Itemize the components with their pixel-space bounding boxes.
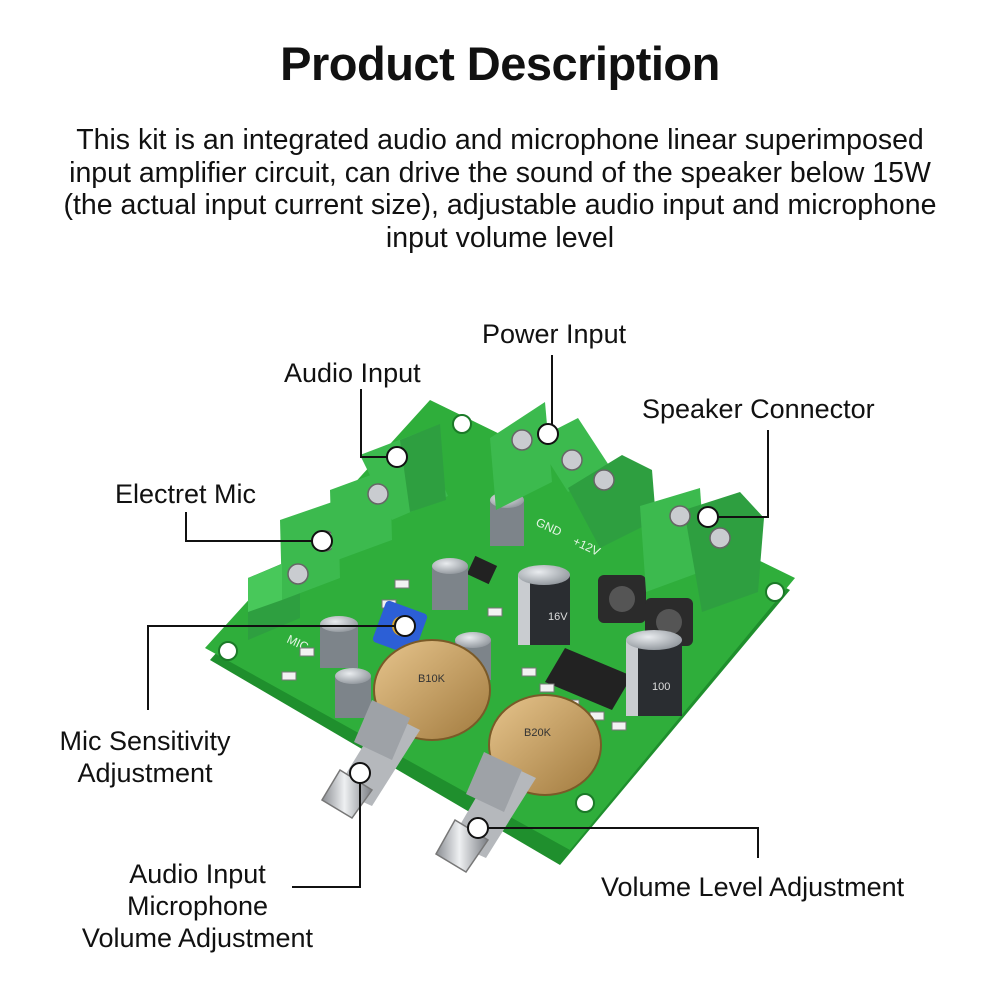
capacitor <box>335 668 371 718</box>
leader-lines <box>147 355 769 888</box>
capacitor-large: 16V <box>518 565 570 645</box>
product-description: This kit is an integrated audio and micr… <box>20 124 980 254</box>
leader-speaker-connector <box>708 430 769 518</box>
mount-hole <box>765 582 785 602</box>
leader-power-input <box>547 355 553 435</box>
terminal-audio-input <box>330 424 448 562</box>
label-audio-mic-volume: Audio Input Microphone Volume Adjustment <box>55 858 340 954</box>
mount-hole <box>575 793 595 813</box>
leader-mic-sensitivity <box>147 625 405 710</box>
cap-voltage: 16V <box>548 611 568 623</box>
description-line-3: (the actual input current size), adjusta… <box>63 189 937 221</box>
label-audio-mic-volume-line-1: Audio Input <box>129 859 266 889</box>
dot-audio-mic-volume <box>349 762 371 784</box>
pot-right-marking: B20K <box>524 727 552 739</box>
dot-speaker-connector <box>697 506 719 528</box>
dot-power-input <box>537 423 559 445</box>
label-speaker-connector: Speaker Connector <box>642 394 875 424</box>
label-power-input: Power Input <box>482 319 627 349</box>
leader-volume-level <box>478 827 759 858</box>
leader-electret-mic <box>185 512 322 542</box>
potentiometer-left: B10K <box>320 639 491 819</box>
capacitor-large: 100 <box>626 630 682 716</box>
leader-audio-input <box>360 389 397 458</box>
cap-value: 100 <box>652 681 670 693</box>
page-title: Product Description <box>280 37 720 90</box>
amplifier-ic <box>545 648 632 710</box>
capacitor <box>320 616 358 668</box>
mount-hole <box>218 641 238 661</box>
mount-hole <box>452 414 472 434</box>
label-volume-level: Volume Level Adjustment <box>601 872 905 902</box>
label-audio-mic-volume-line-3: Volume Adjustment <box>81 923 314 953</box>
dot-volume-level <box>467 817 489 839</box>
label-audio-input: Audio Input <box>284 358 421 388</box>
capacitor <box>432 558 468 610</box>
inductor <box>598 575 646 623</box>
leader-dots <box>311 423 719 839</box>
description-line-1: This kit is an integrated audio and micr… <box>76 124 924 156</box>
dot-audio-input <box>386 446 408 468</box>
label-mic-sensitivity-line-1: Mic Sensitivity <box>59 726 231 756</box>
label-mic-sensitivity: Mic Sensitivity Adjustment <box>40 725 250 789</box>
terminal-speaker-connector <box>640 488 764 612</box>
dot-mic-sensitivity <box>394 615 416 637</box>
description-line-2: input amplifier circuit, can drive the s… <box>69 156 931 189</box>
pot-left-marking: B10K <box>418 673 446 685</box>
leader-audio-mic-volume <box>292 773 361 888</box>
label-electret-mic: Electret Mic <box>115 479 257 509</box>
description-line-4: input volume level <box>385 221 615 254</box>
label-audio-mic-volume-line-2: Microphone <box>126 891 269 921</box>
terminal-electret-mic <box>248 500 340 640</box>
label-mic-sensitivity-line-2: Adjustment <box>77 758 213 788</box>
dot-electret-mic <box>311 530 333 552</box>
small-ic <box>466 555 498 585</box>
